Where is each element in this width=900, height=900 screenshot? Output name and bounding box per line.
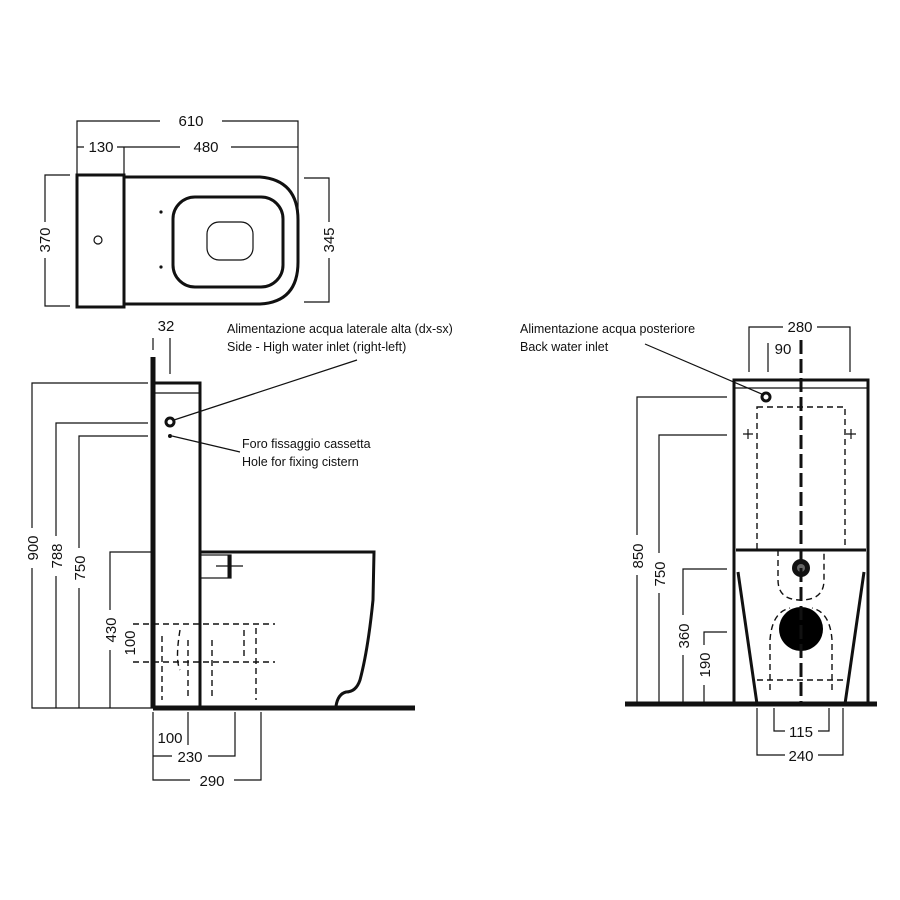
leader-fixing-hole <box>171 435 241 453</box>
base-dim-lines <box>152 712 262 781</box>
dim-345: 345 <box>321 227 338 252</box>
dim-430: 430 <box>103 617 120 642</box>
fixing-cross-icon <box>846 429 856 439</box>
dim-750: 750 <box>652 561 669 586</box>
top-view: 610 130 480 370 345 <box>37 113 338 309</box>
note-fixing-hole-it: Foro fissaggio cassetta <box>242 437 371 451</box>
inlet-hole-icon <box>93 235 103 245</box>
dim-line-32 <box>152 338 171 374</box>
note-side-inlet-en: Side - High water inlet (right-left) <box>227 340 406 354</box>
dim-90: 90 <box>775 341 792 358</box>
label-mask <box>698 645 710 685</box>
back-inlet-icon <box>760 391 772 403</box>
dim-370: 370 <box>37 227 54 252</box>
hinge-dot <box>159 265 163 269</box>
seat-outline <box>171 195 285 289</box>
bowl-side-outline <box>200 550 376 707</box>
note-back-inlet-it: Alimentazione acqua posteriore <box>520 322 695 336</box>
dim-610: 610 <box>178 113 203 130</box>
note-side-inlet-it: Alimentazione acqua laterale alta (dx-sx… <box>227 322 453 336</box>
leader-back-inlet <box>644 343 765 396</box>
dim-line-370 <box>44 174 70 307</box>
leader-side-inlet <box>173 359 358 421</box>
dim-360: 360 <box>676 623 693 648</box>
side-inlet-icon <box>164 416 176 428</box>
note-back-inlet-en: Back water inlet <box>520 340 609 354</box>
label-mask <box>104 610 116 650</box>
label-mask <box>631 535 643 575</box>
front-view: Alimentazione acqua posteriore Back wate… <box>520 319 877 765</box>
dim-line-130-480 <box>77 146 298 174</box>
dim-base-100: 100 <box>157 730 182 747</box>
dim-100-vertical: 100 <box>122 630 139 655</box>
label-mask <box>73 548 85 588</box>
bowl-outline <box>124 175 300 306</box>
side-view: 32 Alimentazione acqua laterale alta (dx… <box>25 318 453 790</box>
dim-900: 900 <box>25 535 42 560</box>
seat-opening <box>206 221 254 261</box>
dim-115: 115 <box>789 724 813 741</box>
dim-788: 788 <box>49 543 66 568</box>
note-fixing-hole-en: Hole for fixing cistern <box>242 455 359 469</box>
cistern-top <box>75 173 126 309</box>
label-mask <box>26 528 38 568</box>
dim-line-280-90 <box>748 326 851 372</box>
dim-line-610 <box>76 120 299 215</box>
front-height-dim-lines <box>636 396 727 704</box>
cistern-side <box>155 381 202 708</box>
dim-base-230: 230 <box>177 749 202 766</box>
dim-line-345 <box>304 177 330 303</box>
label-mask <box>653 553 665 593</box>
dim-32: 32 <box>158 318 175 335</box>
dim-base-290: 290 <box>199 773 224 790</box>
label-mask <box>50 536 62 576</box>
dim-280: 280 <box>787 319 812 336</box>
fixing-hole-icon <box>168 434 172 438</box>
fixing-cross-icon <box>743 429 753 439</box>
dim-240: 240 <box>788 748 813 765</box>
dim-480: 480 <box>193 139 218 156</box>
waste-outlet-dashed <box>133 623 275 700</box>
dim-130: 130 <box>88 139 113 156</box>
front-base-dim-lines <box>756 708 844 756</box>
dim-190: 190 <box>697 652 714 677</box>
dim-850: 850 <box>630 543 647 568</box>
hinge-dot <box>159 210 163 214</box>
label-mask <box>677 615 689 655</box>
dim-750: 750 <box>72 555 89 580</box>
